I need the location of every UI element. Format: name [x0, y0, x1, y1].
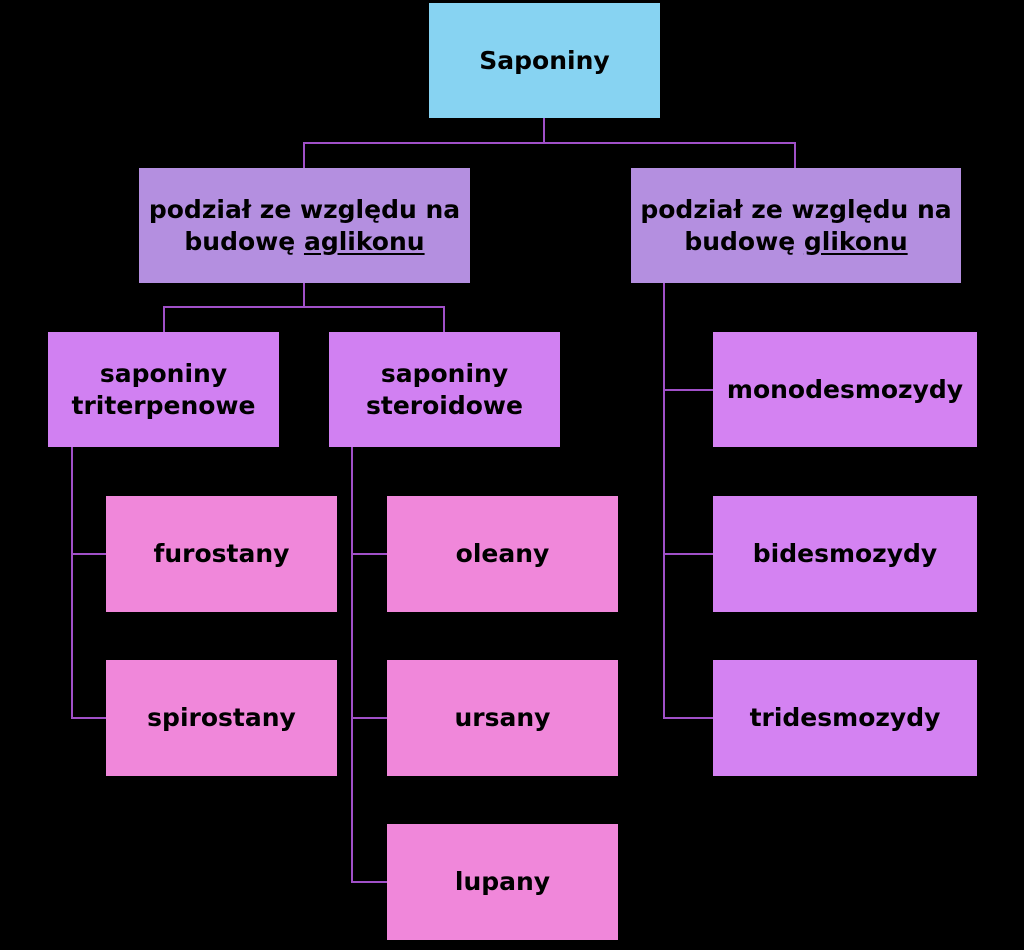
node-triterpenowe-text: saponiny triterpenowe — [72, 358, 256, 422]
node-saponiny: Saponiny — [429, 3, 660, 118]
node-lupany-label: lupany — [454, 867, 551, 896]
node-glikon-emphasis: glikonu — [803, 226, 908, 256]
node-saponiny-steroidowe: saponiny steroidowe — [329, 332, 560, 447]
node-steroidowe-line1: saponiny — [380, 358, 509, 388]
node-furostany-label: furostany — [153, 539, 290, 568]
node-triterpenowe-line1: saponiny — [99, 358, 228, 388]
node-tridesmozydy: tridesmozydy — [713, 660, 977, 776]
node-oleany: oleany — [387, 496, 618, 612]
node-aglikon-emphasis: aglikonu — [303, 226, 425, 256]
connector-steroidowe-children — [351, 447, 387, 883]
node-spirostany-label: spirostany — [147, 703, 296, 732]
node-tridesmozydy-label: tridesmozydy — [749, 703, 941, 732]
node-glikon-line2: budowę — [684, 226, 796, 256]
connector-glikon-children — [663, 283, 713, 719]
node-aglikon-line2: budowę — [184, 226, 296, 256]
node-ursany-label: ursany — [454, 703, 551, 732]
node-oleany-label: oleany — [455, 539, 550, 568]
node-lupany: lupany — [387, 824, 618, 940]
node-glikon-prefix: podział ze względu na — [640, 194, 952, 224]
node-bidesmozydy: bidesmozydy — [713, 496, 977, 612]
connector-aglikon-children — [163, 306, 445, 332]
node-monodesmozydy-label: monodesmozydy — [726, 374, 964, 404]
node-saponiny-triterpenowe: saponiny triterpenowe — [48, 332, 279, 447]
node-bidesmozydy-label: bidesmozydy — [752, 539, 938, 568]
node-furostany: furostany — [106, 496, 337, 612]
node-aglikon-division: podział ze względu na budowę aglikonu — [139, 168, 470, 283]
node-spirostany: spirostany — [106, 660, 337, 776]
node-ursany: ursany — [387, 660, 618, 776]
connector-root-level1 — [303, 142, 796, 168]
node-monodesmozydy: monodesmozydy — [713, 332, 977, 447]
node-steroidowe-line2: steroidowe — [366, 390, 523, 420]
node-glikon-text: podział ze względu na budowę glikonu — [640, 194, 951, 258]
node-aglikon-text: podział ze względu na budowę aglikonu — [149, 194, 460, 258]
node-steroidowe-text: saponiny steroidowe — [366, 358, 523, 422]
connector-triterpenowe-children — [71, 447, 106, 719]
node-saponiny-label: Saponiny — [479, 45, 610, 75]
node-glikon-division: podział ze względu na budowę glikonu — [631, 168, 961, 283]
node-triterpenowe-line2: triterpenowe — [71, 390, 256, 420]
node-aglikon-prefix: podział ze względu na — [148, 194, 461, 224]
